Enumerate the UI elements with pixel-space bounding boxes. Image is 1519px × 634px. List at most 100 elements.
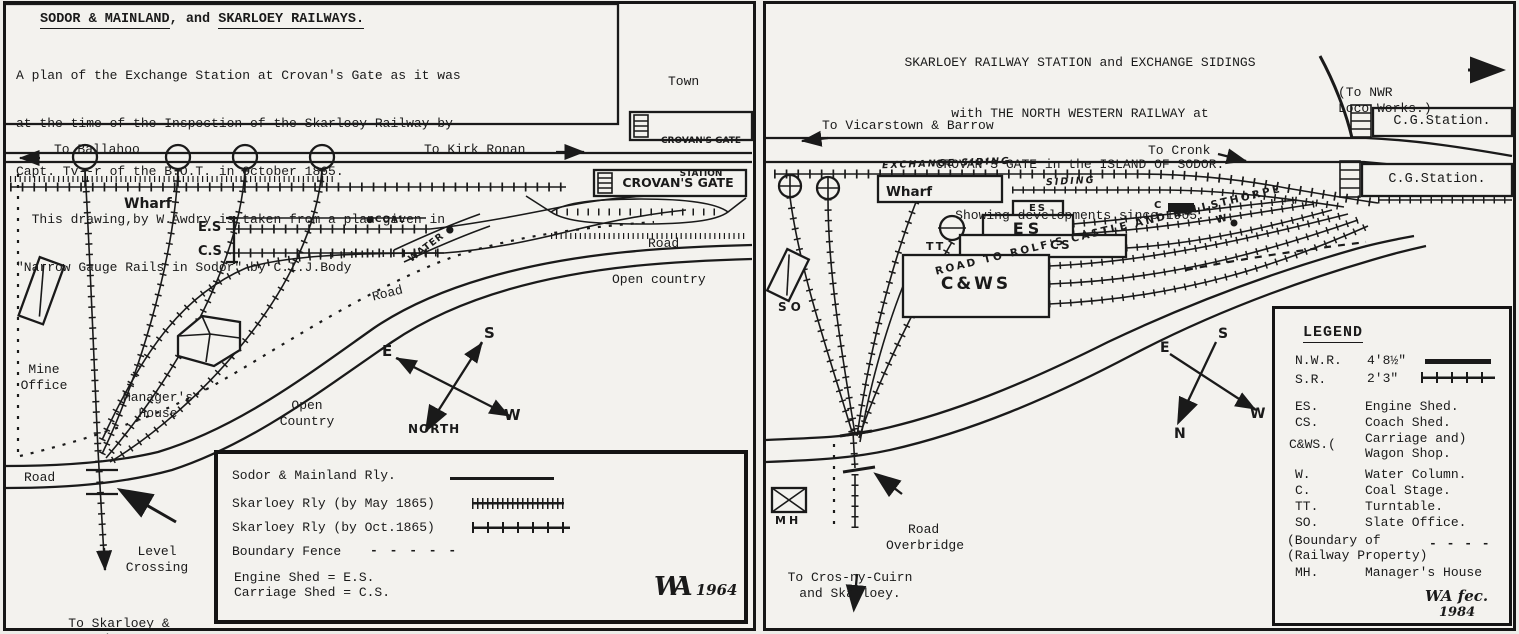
nwr-main-line [6, 143, 752, 167]
legend-gauge-sr-abbr: S.R. [1295, 372, 1327, 387]
coal-stage-label: C [1154, 200, 1162, 211]
hatch-sidings-right [1048, 196, 1370, 308]
title-line: Showing developments since 1965. [955, 208, 1205, 223]
carriage-wagon-shop-label: C&WS [940, 274, 1012, 294]
to-kirk-ronan-label: To Kirk Ronan [424, 142, 526, 157]
slate-office-label: SO [778, 300, 805, 314]
legend-tt-abbr: TT. [1295, 499, 1319, 514]
title-line: with THE NORTH WESTERN RAILWAY at [951, 106, 1209, 121]
title-part-1: SODOR & MAINLAND [40, 12, 170, 29]
compass-right-w-label: W [1250, 406, 1266, 422]
turntable [938, 214, 966, 242]
left-map-title: SODOR & MAINLAND, and SKARLOEY RAILWAYS. [40, 12, 365, 29]
title-line: CROVAN'S GATE in the ISLAND OF SODOR. [935, 157, 1225, 172]
right-map-signature-year: 1984 [1439, 605, 1476, 620]
road-upper-label: Road [648, 236, 680, 251]
engine-carriage-sheds [226, 195, 687, 264]
legend-row-sodor-mainland: Sodor & Mainland Rly. [232, 468, 396, 483]
station-box-line2: STATION [679, 169, 723, 179]
legend-swatch-dense-hatch-line [472, 498, 564, 509]
right-map-panel-1965: SKARLOEY RAILWAY STATION and EXCHANGE SI… [763, 1, 1516, 631]
wharf-label-right: Wharf [886, 184, 933, 200]
right-map-drawing [766, 55, 1513, 613]
legend-boundary-dashes: - - - - - [370, 543, 459, 558]
water-channel [393, 213, 491, 263]
title-line: SKARLOEY RAILWAY STATION and EXCHANGE SI… [904, 55, 1256, 70]
legend-title: LEGEND [1303, 324, 1364, 343]
mine-office-building [17, 255, 66, 326]
compass-north-label: NORTH [408, 422, 461, 436]
compass-rose-left [395, 341, 511, 434]
coach-shed-label: CS [1050, 238, 1072, 252]
coal-dot-icon: ● [366, 215, 375, 225]
legend-so-abbr: SO. [1295, 515, 1319, 530]
managers-house-mh-label: MH [775, 514, 802, 527]
legend-so-desc: Slate Office. [1365, 515, 1467, 530]
road-left-label: Road [24, 470, 56, 485]
legend-row-skarloey-oct: Skarloey Rly (by Oct.1865) [232, 520, 435, 535]
legend-swatch-nwr-line [1425, 359, 1491, 364]
legend-mh-desc: Manager's House [1365, 565, 1483, 580]
compass-right-e-label: E [1160, 340, 1170, 356]
description-line: This drawing,by W.Awdry is taken from a … [16, 212, 446, 227]
left-map-panel-1865: SODOR & MAINLAND, and SKARLOEY RAILWAYS.… [3, 1, 756, 634]
legend-cws-abbr: C&WS.( [1289, 437, 1336, 452]
left-map-drawing [6, 4, 753, 572]
title-part-2: SKARLOEY RAILWAYS. [218, 12, 365, 29]
legend-note-engine-shed: Engine Shed = E.S. [234, 570, 375, 585]
legend-tt-desc: Turntable. [1365, 499, 1444, 514]
legend-c-abbr: C. [1295, 483, 1311, 498]
compass-e-label: E [382, 342, 393, 360]
engine-shed-label: E.S [198, 220, 222, 235]
legend-es-desc: Engine Shed. [1365, 399, 1459, 414]
compass-rose-right [1169, 341, 1257, 426]
left-legend-box: Sodor & Mainland Rly. Skarloey Rly (by M… [214, 450, 748, 624]
boundary-fence-left-map [16, 174, 655, 458]
cg-station-boxes [1339, 104, 1513, 198]
legend-es-abbr: ES. [1295, 399, 1319, 414]
title-box-border [6, 4, 620, 126]
crovans-gate-platform-box [592, 168, 748, 198]
legend-swatch-tick-line [472, 522, 570, 533]
right-map-title: SKARLOEY RAILWAY STATION and EXCHANGE SI… [810, 20, 1350, 258]
cg-station-upper-label: C.G.Station. [1393, 114, 1491, 129]
engine-shed-small-label: ES [1028, 203, 1048, 214]
crovans-gate-station-box [628, 110, 753, 142]
compass-right-s-label: S [1218, 326, 1229, 342]
legend-cws-desc1: Carriage and) [1365, 431, 1467, 446]
to-ballahoo-label: To Ballahoo [54, 142, 140, 157]
legend-cs-desc: Coach Shed. [1365, 415, 1451, 430]
compass-s-label: S [484, 324, 495, 342]
right-map-signature: WA fec. [1425, 587, 1489, 605]
to-vicarstown-label: To Vicarstown & Barrow [822, 118, 994, 133]
legend-note-carriage-shed: Carriage Shed = C.S. [234, 585, 391, 600]
legend-mh-abbr: MH. [1295, 565, 1319, 580]
legend-gauge-nwr-value: 4'8½" [1367, 353, 1407, 368]
level-crossing-marks [86, 468, 177, 524]
signature-year: 1964 [695, 581, 738, 599]
legend-gauge-nwr-abbr: N.W.R. [1295, 353, 1342, 368]
station-box-line1: CROVAN'S GATE [660, 136, 742, 146]
compass-w-label: W [504, 406, 521, 424]
to-cronk-label: To Cronk [1148, 143, 1211, 158]
legend-c-desc: Coal Stage. [1365, 483, 1451, 498]
town-label: Town [668, 74, 700, 89]
description-line: Capt. Tv--r of the B.O.T. in October 186… [16, 164, 344, 179]
legend-row-skarloey-may: Skarloey Rly (by May 1865) [232, 496, 435, 511]
sr-yard-fan-right [786, 196, 956, 613]
description-line: "Narrow Gauge Rails in Sodor" by C.I.J.B… [16, 260, 352, 275]
legend-cws-desc2: Wagon Shop. [1365, 446, 1451, 461]
legend-boundary-dashes: - - - - [1429, 536, 1491, 551]
description-line: at the time of the Inspection of the Ska… [16, 116, 453, 131]
compass-right-n-label: N [1174, 426, 1186, 442]
wharf-label: Wharf [124, 196, 172, 212]
